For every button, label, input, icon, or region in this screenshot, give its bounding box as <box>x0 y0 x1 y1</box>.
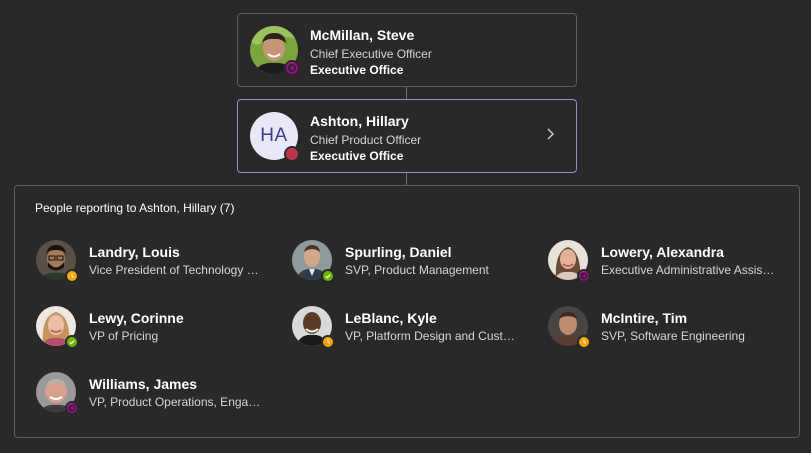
available-status-icon <box>65 335 79 349</box>
person-photo <box>548 306 588 346</box>
available-status-icon <box>321 269 335 283</box>
person-title: VP of Pricing <box>89 329 159 343</box>
busy-status-icon <box>284 146 300 162</box>
org-connector-line <box>406 173 407 185</box>
report-person[interactable]: Lewy, Corinne VP of Pricing <box>36 306 276 350</box>
manager-photo <box>250 26 298 74</box>
person-title: Vice President of Technology Strategy <box>89 263 265 277</box>
away-clock-icon <box>321 335 335 349</box>
person-title: VP, Platform Design and Customer Experie… <box>345 329 521 343</box>
selected-person-name: Ashton, Hillary <box>310 113 409 129</box>
person-name: Landry, Louis <box>89 244 180 260</box>
person-avatar <box>292 240 335 283</box>
person-name: LeBlanc, Kyle <box>345 310 437 326</box>
person-name: Spurling, Daniel <box>345 244 452 260</box>
person-name: Lowery, Alexandra <box>601 244 724 260</box>
person-avatar <box>36 372 79 415</box>
person-title: Executive Administrative Assistant <box>601 263 777 277</box>
manager-department: Executive Office <box>310 63 404 77</box>
manager-avatar <box>250 26 300 76</box>
manager-card[interactable]: McMillan, Steve Chief Executive Officer … <box>237 13 577 87</box>
report-person[interactable]: Lowery, Alexandra Executive Administrati… <box>548 240 788 284</box>
person-avatar <box>292 306 335 349</box>
report-person[interactable]: Williams, James VP, Product Operations, … <box>36 372 276 416</box>
person-title: VP, Product Operations, Engagement <box>89 395 265 409</box>
manager-title: Chief Executive Officer <box>310 47 432 61</box>
selected-person-title: Chief Product Officer <box>310 133 422 147</box>
person-avatar <box>548 306 591 349</box>
person-name: Lewy, Corinne <box>89 310 184 326</box>
selected-person-avatar: HA <box>250 112 300 162</box>
report-person[interactable]: LeBlanc, Kyle VP, Platform Design and Cu… <box>292 306 532 350</box>
person-title: SVP, Software Engineering <box>601 329 745 343</box>
person-avatar <box>548 240 591 283</box>
report-person[interactable]: Spurling, Daniel SVP, Product Management <box>292 240 532 284</box>
org-connector-line <box>406 87 407 99</box>
out-of-office-icon <box>577 269 591 283</box>
selected-person-department: Executive Office <box>310 149 404 163</box>
out-of-office-icon <box>284 60 300 76</box>
manager-name: McMillan, Steve <box>310 27 415 43</box>
direct-reports-panel: People reporting to Ashton, Hillary (7) … <box>14 185 800 438</box>
person-photo <box>36 306 76 346</box>
report-person[interactable]: McIntire, Tim SVP, Software Engineering <box>548 306 788 350</box>
away-clock-icon <box>577 335 591 349</box>
selected-person-card[interactable]: HA Ashton, Hillary Chief Product Officer… <box>237 99 577 173</box>
chevron-right-icon[interactable] <box>546 126 556 142</box>
person-title: SVP, Product Management <box>345 263 489 277</box>
person-name: McIntire, Tim <box>601 310 688 326</box>
out-of-office-icon <box>65 401 79 415</box>
direct-reports-heading: People reporting to Ashton, Hillary (7) <box>35 201 235 215</box>
away-clock-icon <box>65 269 79 283</box>
person-name: Williams, James <box>89 376 198 392</box>
report-person[interactable]: Landry, Louis Vice President of Technolo… <box>36 240 276 284</box>
person-avatar <box>36 240 79 283</box>
person-avatar <box>36 306 79 349</box>
